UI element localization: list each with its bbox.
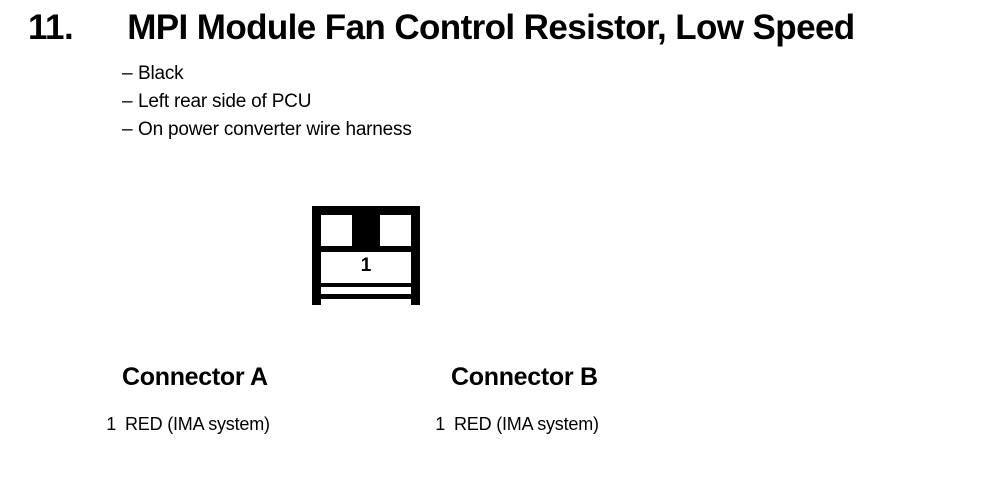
connector-tab-cutout-right xyxy=(380,215,411,246)
list-item-label: Left rear side of PCU xyxy=(138,91,312,112)
connector-b-block: Connector B 1 RED (IMA system) xyxy=(425,362,599,436)
list-item-label: On power converter wire harness xyxy=(138,119,412,140)
pin-number: 1 xyxy=(106,414,116,434)
dash-bullet-icon: – xyxy=(122,119,133,140)
pin-description: RED (IMA system) xyxy=(454,414,599,434)
connector-b-heading: Connector B xyxy=(451,363,598,391)
connector-tab-cutout-left xyxy=(321,215,352,246)
list-item-label: Black xyxy=(138,63,184,84)
connector-housing-diagram: 1 xyxy=(312,206,420,306)
list-item: – On power converter wire harness xyxy=(122,116,722,144)
title-item-number: 11. xyxy=(28,8,74,47)
connector-rib-stripe-lower xyxy=(321,299,411,306)
dash-bullet-icon: – xyxy=(122,63,133,84)
connector-a-block: Connector A 1 RED (IMA system) xyxy=(96,362,270,436)
list-item: – Black xyxy=(122,60,722,88)
table-row: 1 RED (IMA system) xyxy=(96,412,270,436)
connector-pin-cavity: 1 xyxy=(321,252,411,283)
page-title: 11. MPI Module Fan Control Resistor, Low… xyxy=(28,8,988,50)
pin-description: RED (IMA system) xyxy=(125,414,270,434)
connector-a-pin-table: 1 RED (IMA system) xyxy=(96,412,270,436)
table-row: 1 RED (IMA system) xyxy=(425,412,599,436)
list-item: – Left rear side of PCU xyxy=(122,88,722,116)
connector-pin-number-label: 1 xyxy=(360,255,372,276)
detail-list: – Black – Left rear side of PCU – On pow… xyxy=(122,60,722,144)
title-heading-text: MPI Module Fan Control Resistor, Low Spe… xyxy=(127,8,855,47)
dash-bullet-icon: – xyxy=(122,91,133,112)
pin-number: 1 xyxy=(435,414,445,434)
connector-a-heading: Connector A xyxy=(122,363,268,391)
connector-rib-stripe-upper xyxy=(321,287,411,294)
connector-b-pin-table: 1 RED (IMA system) xyxy=(425,412,599,436)
